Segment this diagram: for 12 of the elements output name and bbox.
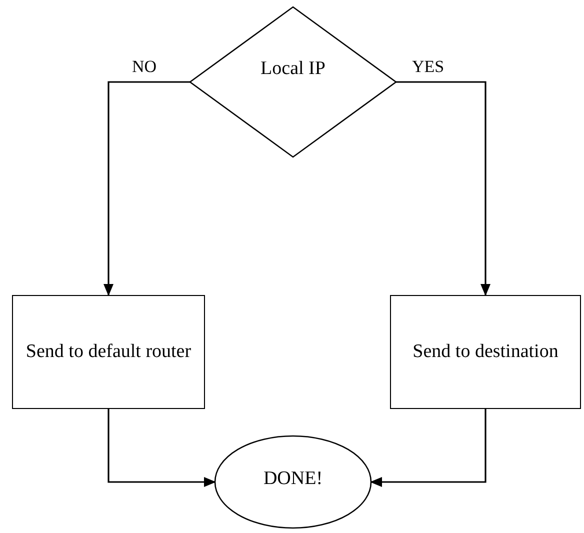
arrow [370, 409, 486, 487]
arrow [396, 81, 490, 296]
node-label: Send to destination [412, 340, 560, 364]
terminal-ellipse [215, 436, 371, 528]
process-box [12, 295, 205, 409]
node-label: Send to default router [24, 340, 192, 364]
process-box [390, 295, 581, 409]
decision-diamond [190, 7, 396, 157]
node-label: Local IP [260, 57, 326, 82]
arrow [104, 81, 190, 296]
node-label: DONE! [262, 467, 324, 492]
arrow [108, 409, 216, 487]
